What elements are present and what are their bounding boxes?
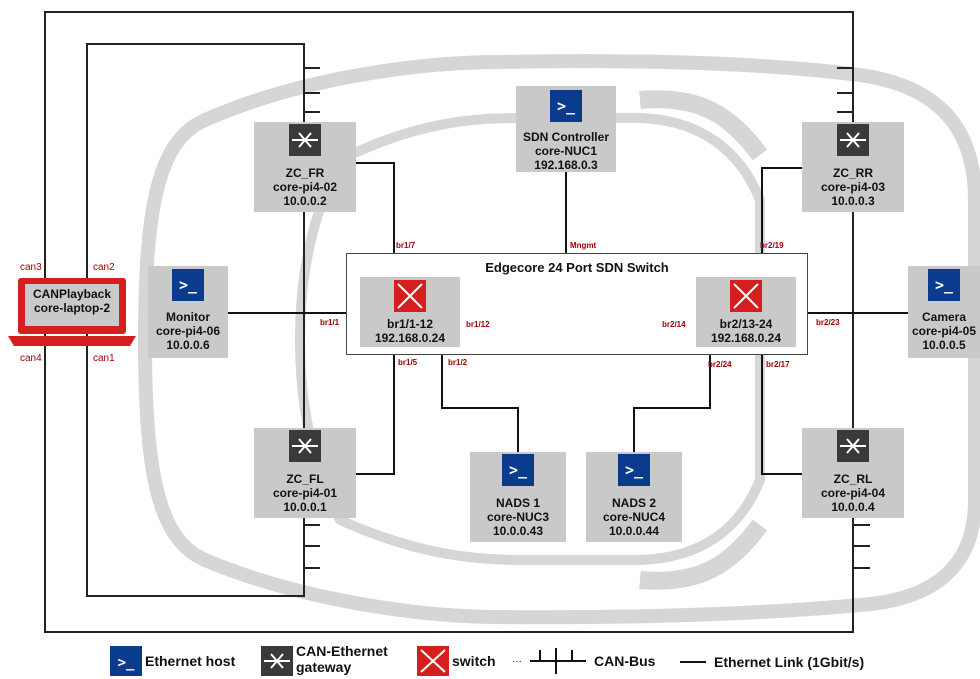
svg-text:>_: >_ <box>118 655 135 671</box>
port-label: br2/19 <box>760 241 784 250</box>
can2-label: can2 <box>93 262 115 273</box>
node-name: ZC_RR <box>832 166 873 180</box>
node-host: core-pi4-06 <box>155 324 221 338</box>
link-nads1 <box>441 348 519 452</box>
node-name: Monitor <box>166 310 210 324</box>
node-name: ZC_FL <box>286 472 324 486</box>
bridge-br1[interactable]: br1/1-12 192.168.0.24 <box>360 277 460 347</box>
node-nads2[interactable]: >_ NADS 2 core-NUC4 10.0.0.44 <box>586 452 682 542</box>
node-ip: 10.0.0.3 <box>831 194 875 208</box>
can-ethernet-gateway-icon <box>289 124 321 156</box>
node-name: ZC_FR <box>285 166 325 180</box>
ethernet-host-icon: >_ <box>618 454 650 486</box>
bridge-br2[interactable]: br2/13-24 192.168.0.24 <box>696 277 796 347</box>
node-zc-fr[interactable]: ZC_FR core-pi4-02 10.0.0.2 <box>254 122 356 212</box>
node-host: core-NUC1 <box>534 144 597 158</box>
svg-text:···: ··· <box>512 656 522 667</box>
port-label: br2/14 <box>662 320 686 329</box>
link-zc-rl <box>761 348 802 475</box>
node-name: NADS 1 <box>495 496 540 510</box>
node-camera[interactable]: >_ Camera core-pi4-05 10.0.0.5 <box>908 266 980 358</box>
node-host: core-pi4-02 <box>272 180 338 194</box>
link-zc-fr <box>356 162 395 278</box>
legend-switch: switch <box>452 653 496 669</box>
node-ip: 10.0.0.5 <box>922 338 966 352</box>
node-ip: 10.0.0.43 <box>492 524 544 538</box>
switch-title: Edgecore 24 Port SDN Switch <box>485 260 669 275</box>
node-zc-rl[interactable]: ZC_RL core-pi4-04 10.0.0.4 <box>802 428 904 518</box>
bridge-name: br2/13-24 <box>719 317 773 331</box>
node-name: SDN Controller <box>522 130 609 144</box>
bridge-ip: 192.168.0.24 <box>710 331 782 345</box>
node-name: ZC_RL <box>833 472 873 486</box>
node-name: NADS 2 <box>611 496 656 510</box>
legend-ethernet-host: Ethernet host <box>145 653 236 669</box>
node-host: core-pi4-05 <box>911 324 977 338</box>
node-host: core-NUC3 <box>486 510 549 524</box>
link-nads2 <box>633 348 711 452</box>
node-name: Camera <box>921 310 967 324</box>
can-ethernet-gateway-icon <box>837 124 869 156</box>
legend-gateway-line2: gateway <box>296 659 352 675</box>
node-ip: 10.0.0.4 <box>831 500 875 514</box>
node-host: core-pi4-01 <box>272 486 338 500</box>
switch-icon <box>730 280 762 312</box>
port-label: Mngmt <box>570 241 597 250</box>
legend-graphics: >_ ··· <box>110 646 706 676</box>
ethernet-host-icon: >_ <box>550 90 582 122</box>
node-nads1[interactable]: >_ NADS 1 core-NUC3 10.0.0.43 <box>470 452 566 542</box>
switch-icon <box>394 280 426 312</box>
ethernet-host-icon: >_ <box>172 269 204 301</box>
legend-gateway-line1: CAN-Ethernet <box>296 643 388 659</box>
laptop-host: core-laptop-2 <box>33 301 110 315</box>
link-zc-rr <box>761 167 802 278</box>
port-label: br1/2 <box>448 358 468 367</box>
node-monitor[interactable]: >_ Monitor core-pi4-06 10.0.0.6 <box>148 266 228 358</box>
node-ip: 10.0.0.44 <box>608 524 660 538</box>
port-label: br2/24 <box>708 360 732 369</box>
node-zc-fl[interactable]: ZC_FL core-pi4-01 10.0.0.1 <box>254 428 356 518</box>
bridge-name: br1/1-12 <box>386 317 434 331</box>
ethernet-links <box>228 162 908 475</box>
port-label: br1/5 <box>398 358 418 367</box>
port-label: br1/7 <box>396 241 416 250</box>
can-ethernet-gateway-icon <box>837 430 869 462</box>
node-ip: 10.0.0.1 <box>283 500 327 514</box>
node-ip: 192.168.0.3 <box>534 158 598 172</box>
port-label: br1/1 <box>320 318 340 327</box>
ethernet-host-icon: >_ <box>502 454 534 486</box>
ethernet-host-icon: >_ <box>928 269 960 301</box>
node-ip: 10.0.0.2 <box>283 194 327 208</box>
legend-can-bus: CAN-Bus <box>594 653 656 669</box>
node-sdn-controller[interactable]: >_ SDN Controller core-NUC1 192.168.0.3 <box>516 86 616 172</box>
port-label: br1/12 <box>466 320 490 329</box>
can3-label: can3 <box>20 262 42 273</box>
link-zc-fl <box>356 348 395 475</box>
port-label: br2/17 <box>766 360 790 369</box>
bridge-ip: 192.168.0.24 <box>374 331 446 345</box>
can1-label: can1 <box>93 353 115 364</box>
port-label: br2/23 <box>816 318 840 327</box>
laptop-icon <box>8 278 136 346</box>
laptop-name: CANPlayback <box>32 287 112 301</box>
legend-ethernet-link: Ethernet Link (1Gbit/s) <box>714 654 865 670</box>
node-host: core-pi4-04 <box>820 486 886 500</box>
node-host: core-NUC4 <box>602 510 665 524</box>
can4-label: can4 <box>20 353 42 364</box>
node-host: core-pi4-03 <box>820 180 886 194</box>
legend-gateway: CAN-Ethernet gateway <box>296 643 388 675</box>
node-ip: 10.0.0.6 <box>166 338 210 352</box>
can-bus-stubs <box>303 44 870 596</box>
node-zc-rr[interactable]: ZC_RR core-pi4-03 10.0.0.3 <box>802 122 904 212</box>
can-ethernet-gateway-icon <box>289 430 321 462</box>
laptop-label[interactable]: CANPlayback core-laptop-2 <box>22 287 122 315</box>
